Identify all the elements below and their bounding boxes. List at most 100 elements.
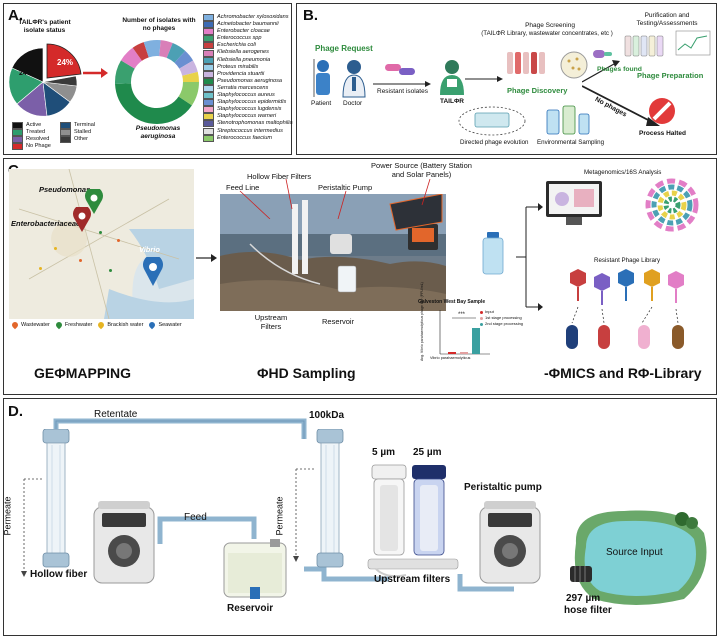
panel-d: D. Retentate 100kDa Permeate Hollow fibe… bbox=[3, 398, 717, 636]
phage-purple bbox=[594, 273, 610, 305]
screening-title: Phage Screening bbox=[525, 22, 575, 29]
isolate-legend-item: Providencia stuartii bbox=[203, 71, 291, 78]
legend-dot bbox=[480, 310, 483, 314]
legend-label: Input bbox=[485, 309, 494, 314]
legend-label: 1st stage processing bbox=[485, 315, 522, 320]
isolate-legend-item: Acinetobacter baumannii bbox=[203, 21, 291, 29]
legend-swatch bbox=[203, 21, 214, 29]
phage-request-label: Phage Request bbox=[315, 44, 373, 53]
map-legend-item: Seawater bbox=[148, 320, 182, 330]
inset-bar-stage1 bbox=[460, 352, 468, 354]
isolate-legend-item: Staphylococcus warneri bbox=[203, 113, 291, 121]
isolate-legend-item: Klebsiella aerogenes bbox=[203, 49, 291, 57]
reservoir-jug-icon bbox=[223, 539, 287, 599]
phage-orange bbox=[644, 269, 660, 301]
hollow-fiber-right-icon bbox=[316, 429, 344, 568]
permeate-left-label: Permeate bbox=[2, 496, 13, 536]
isolate-legend-item: Enterococcus faecium bbox=[203, 135, 291, 142]
arrow-to-tailor-icon bbox=[373, 81, 431, 87]
legend-label: Serratia marcescens bbox=[217, 84, 269, 91]
legend-swatch bbox=[12, 129, 23, 137]
peristaltic-pump-right-icon bbox=[479, 501, 541, 584]
isolate-donut-chart bbox=[115, 40, 199, 124]
pie-slice-other bbox=[42, 75, 78, 87]
legend-swatch bbox=[203, 35, 214, 43]
legend-swatch bbox=[203, 42, 214, 50]
legend-swatch bbox=[60, 136, 71, 144]
map-label-pseudomonas: Pseudomonas bbox=[39, 185, 91, 194]
metagenomics-circle-chart-icon bbox=[645, 178, 699, 232]
legend-swatch bbox=[203, 70, 214, 78]
permeate-right-label: Permeate bbox=[274, 496, 285, 536]
title-geomapping: GEΦMAPPING bbox=[34, 365, 132, 381]
legend-swatch bbox=[60, 122, 71, 130]
legend-swatch bbox=[203, 99, 214, 107]
legend-dot bbox=[480, 322, 483, 326]
process-halted-icon bbox=[649, 98, 675, 124]
legend-label: Providencia stuartii bbox=[217, 70, 265, 77]
map-pin-wastewater-icon bbox=[73, 207, 91, 232]
legend-label: Staphylococcus lugdensis bbox=[217, 106, 282, 113]
status-legend-item: No Phage bbox=[12, 143, 60, 151]
status-legend-item: Treated bbox=[12, 129, 60, 137]
legend-swatch bbox=[12, 136, 23, 144]
legend-label: Freshwater bbox=[64, 322, 93, 328]
map-pin-icon bbox=[148, 320, 157, 330]
legend-label: Proteus mirabilis bbox=[217, 63, 259, 70]
legend-label: Stalled bbox=[74, 129, 92, 136]
map-legend: Wastewater Freshwater Brackish water Seawat… bbox=[10, 320, 188, 330]
source-input-label: Source Input bbox=[606, 547, 663, 558]
assessment-chart-icon bbox=[675, 30, 711, 56]
isolate-legend-item: Stenotrophomonas maltophilia bbox=[203, 120, 293, 128]
legend-label: Staphylococcus warneri bbox=[217, 113, 277, 120]
upstream-filters-label-d: Upstream filters bbox=[374, 574, 451, 585]
status-legend-item: Other bbox=[60, 136, 108, 144]
arrow-tailor-to-discovery-icon bbox=[465, 76, 503, 82]
inset-significance: *** bbox=[458, 312, 466, 318]
geo-map: Pseudomonas Enterobacteriaceae Vibrio bbox=[9, 169, 194, 319]
map-pin-icon bbox=[97, 320, 106, 330]
directed-evolution-label: Directed phage evolution bbox=[460, 139, 529, 146]
red-arrow-icon bbox=[83, 68, 108, 78]
tailor-label: TAILΦR bbox=[440, 98, 464, 105]
legend-swatch bbox=[203, 28, 214, 36]
environmental-sampling-label: Environmental Sampling bbox=[537, 139, 605, 146]
legend-label: Enterococcus spp bbox=[217, 35, 262, 42]
legend-label: Active bbox=[26, 122, 42, 128]
sample-bottle-icon bbox=[482, 232, 504, 275]
doctor-label: Doctor bbox=[343, 100, 363, 107]
purification-label: Purification and Testing/Assessments bbox=[636, 12, 698, 27]
isolate-legend-item: Staphylococcus lugdensis bbox=[203, 106, 291, 114]
phage-pink bbox=[668, 271, 684, 303]
inset-xlabel: Vibrio parahaemolyticus bbox=[430, 356, 471, 360]
hollow-fiber-filters-label: Hollow Fiber Filters bbox=[247, 172, 312, 181]
isolate-legend-item: Serratia marcescens bbox=[203, 85, 291, 92]
legend-label: Brackish water bbox=[107, 322, 144, 328]
legend-label: Treated bbox=[26, 129, 46, 136]
patient-label: Patient bbox=[311, 100, 332, 107]
legend-label: Stenotrophomonas maltophilia bbox=[217, 120, 293, 127]
panel-a: A. TAILΦR's patient isolate status 24% 2… bbox=[3, 3, 293, 155]
legend-swatch bbox=[203, 84, 214, 92]
hollow-fiber-label: Hollow fiber bbox=[30, 569, 88, 580]
pie-pct-active: 24% bbox=[57, 58, 73, 67]
peristaltic-pump-left-icon bbox=[93, 501, 155, 584]
legend-label: Enterococcus faecium bbox=[217, 134, 273, 141]
legend-swatch bbox=[203, 77, 214, 85]
legend-swatch bbox=[203, 63, 214, 71]
legend-swatch bbox=[203, 92, 214, 100]
filter-25-label: 25 µm bbox=[413, 447, 442, 458]
legend-label: Wastewater bbox=[21, 322, 50, 328]
arrow-map-to-hd-icon bbox=[196, 254, 217, 262]
phage-library-icon bbox=[566, 269, 684, 349]
donut-center-label: Pseudomonas aeruginosa bbox=[135, 125, 181, 140]
peristaltic-pump-label-d: Peristaltic pump bbox=[464, 482, 542, 493]
legend-label: Escherichia coli bbox=[217, 42, 256, 49]
resistant-library-label: Resistant Phage Library bbox=[594, 257, 661, 264]
inset-legend-item: 1st stage processing bbox=[480, 315, 523, 321]
doctor-icon bbox=[342, 60, 366, 98]
phages-found-label: Phages found bbox=[597, 66, 642, 73]
